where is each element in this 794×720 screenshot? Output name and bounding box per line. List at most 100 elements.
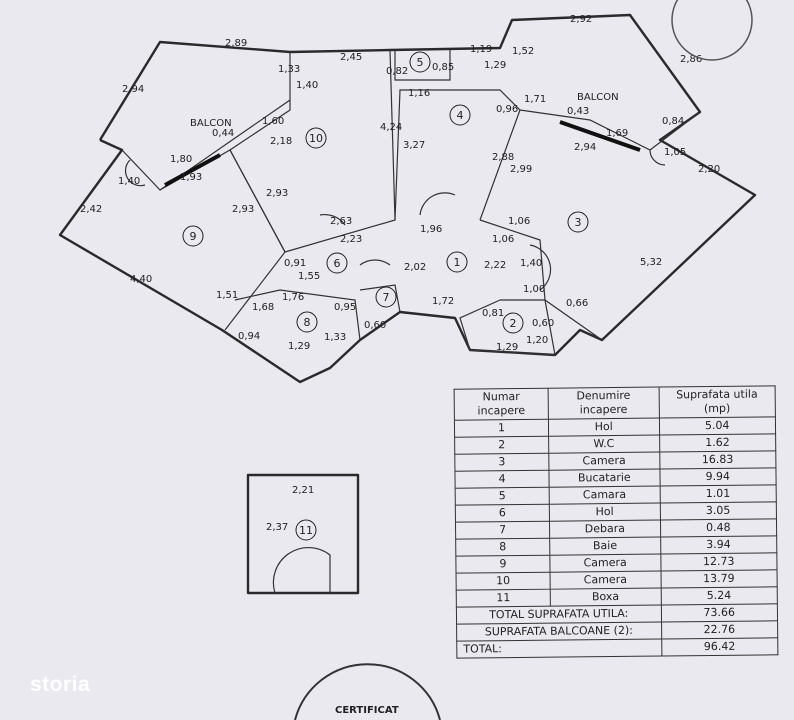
door-arc-2 [319, 213, 346, 226]
dimension-label: 2,93 [232, 204, 254, 215]
wall-balcony-left [121, 52, 291, 191]
dimension-label: 2,94 [574, 142, 596, 153]
cell-area: 9.94 [659, 467, 777, 487]
room-marker-circle [446, 251, 468, 273]
total-utila-value: 73.66 [660, 603, 778, 623]
dimension-label: 4,40 [130, 274, 152, 285]
dimension-label: 1,33 [278, 64, 300, 75]
dimension-label: 1,96 [420, 224, 442, 235]
cell-nr: 2 [454, 436, 549, 455]
room-marker-circle [449, 104, 471, 126]
dimension-label: 1,19 [470, 44, 492, 55]
cell-nr: 8 [455, 538, 550, 557]
room-marker-circle [296, 311, 318, 333]
header-name: Denumire incapere [548, 387, 659, 420]
dimension-label: 0,60 [364, 320, 386, 331]
wall-balcony-right [519, 109, 701, 151]
window-right [559, 120, 641, 152]
dimension-label: 1,71 [524, 94, 546, 105]
dimension-label: 0,81 [482, 308, 504, 319]
wall-room-7 [359, 284, 401, 313]
cell-area: 3.94 [660, 535, 777, 555]
dimension-label: 2,93 [266, 188, 288, 199]
dimension-label: 1,40 [296, 80, 318, 91]
room-marker-circle [502, 312, 524, 334]
room-number: 2 [510, 317, 517, 330]
cell-name: Debara [549, 520, 661, 539]
dimension-label: 0,44 [212, 128, 234, 139]
room-marker-circle [305, 127, 327, 149]
dimension-label: 0,66 [566, 298, 588, 309]
dimension-label: 1,76 [282, 292, 304, 303]
cell-name: W.C [548, 435, 660, 454]
door-arc-4 [359, 259, 391, 266]
dimension-label: 5,32 [640, 257, 662, 268]
dimension-label: 0,43 [567, 106, 589, 117]
dimension-label: 1,51 [216, 290, 238, 301]
cell-area: 16.83 [659, 450, 776, 470]
cell-name: Camera [550, 571, 661, 590]
dimension-label: 1,20 [526, 335, 548, 346]
header-area: Suprafata utila (mp) [658, 385, 776, 419]
cell-area: 12.73 [660, 552, 778, 572]
dimension-label: 2,21 [292, 485, 314, 496]
dimension-label: 2,88 [492, 152, 514, 163]
cell-area: 5.04 [658, 416, 776, 436]
window-left [164, 153, 221, 187]
dimension-label: 2,86 [680, 54, 702, 65]
dimension-label: 2,94 [122, 84, 144, 95]
room-marker-circle [295, 519, 317, 541]
room-number: 6 [334, 257, 341, 270]
dimension-label: 1,60 [262, 116, 284, 127]
cell-area: 1.62 [659, 433, 776, 453]
dimension-label: 1,29 [496, 342, 518, 353]
dimension-label: 2,02 [404, 262, 426, 273]
dimension-label: 4,24 [380, 122, 402, 133]
dimension-label: 2,89 [225, 38, 247, 49]
cell-nr: 7 [455, 521, 550, 540]
room-number: 9 [190, 230, 197, 243]
dimension-label: 2,42 [80, 204, 102, 215]
dimension-label: 1,69 [606, 128, 628, 139]
cell-name: Camara [549, 486, 660, 505]
cell-name: Hol [549, 503, 660, 522]
wall-room-2 [459, 299, 556, 356]
cell-nr: 5 [455, 487, 550, 506]
cell-area: 13.79 [660, 569, 778, 589]
dimension-label: 0,91 [284, 258, 306, 269]
room-number: 1 [454, 256, 461, 269]
room-number: 8 [304, 316, 311, 329]
room-marker-circle [182, 225, 204, 247]
cell-nr: 6 [455, 504, 550, 523]
balcony-label-left: BALCON [190, 118, 232, 129]
dimension-label: 1,80 [170, 154, 192, 165]
dimension-label: 1,40 [520, 258, 542, 269]
dimension-label: 0,84 [662, 116, 684, 127]
cell-name: Camera [548, 452, 660, 471]
storage-outline [246, 473, 360, 595]
dimension-label: 2,18 [270, 136, 292, 147]
dimension-label: 2,37 [266, 522, 288, 533]
dimension-label: 2,23 [340, 234, 362, 245]
total-value: 96.42 [661, 637, 778, 657]
dimension-label: 1,29 [288, 341, 310, 352]
dimension-label: 1,40 [118, 176, 140, 187]
room-number: 3 [575, 216, 582, 229]
dimension-label: 1,00 [523, 284, 545, 295]
dimension-label: 1,93 [180, 172, 202, 183]
room-number: 5 [417, 56, 424, 69]
dimension-label: 2,22 [484, 260, 506, 271]
dimension-label: 1,55 [298, 271, 320, 282]
wall-room-3 [479, 219, 603, 341]
certificate-stamp [294, 663, 441, 720]
wall-room-8 [234, 289, 361, 341]
room-number: 10 [309, 132, 323, 145]
dimension-label: 0,60 [532, 318, 554, 329]
wall-room-4 [394, 89, 521, 221]
stamp-top-right [671, 0, 753, 61]
cell-name: Camera [549, 554, 661, 573]
cell-nr: 10 [456, 572, 551, 591]
